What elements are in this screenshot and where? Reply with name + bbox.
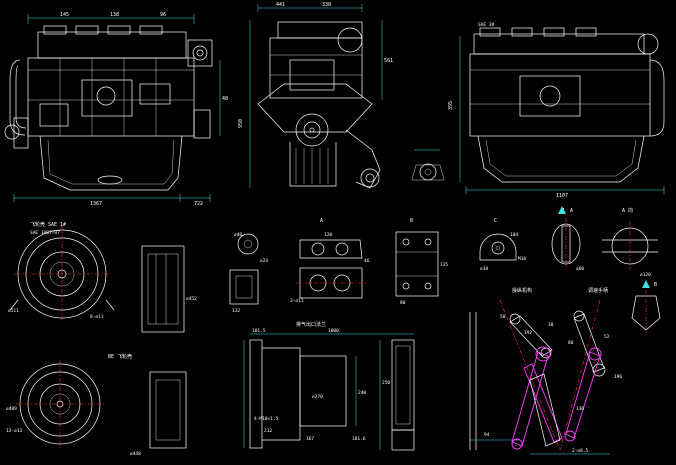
flywheel-housing-2-title: BE 飞轮壳	[108, 353, 132, 360]
linkage-view-dim-1: 50	[500, 314, 506, 320]
flywheel-housing-1-title: 飞轮壳 SAE 1#	[30, 221, 66, 228]
linkage-view-dim-7: 136	[576, 406, 584, 412]
detail-c-dim-3: M10	[518, 256, 526, 262]
detail-a-dim-3: 3-∅11	[290, 298, 304, 304]
linkage-view-dim-2: 192	[524, 330, 532, 336]
rear-view-note: SAE 3#	[478, 22, 495, 28]
pump-detail: ∅40 ∅24 132	[229, 232, 268, 314]
bracket-view-dim-2: 1000	[328, 328, 339, 334]
side-view-dim-top-1: 441	[276, 2, 285, 8]
detail-b: B 80 135	[395, 218, 448, 306]
rear-view: SAE 3# 1107 395	[448, 22, 665, 199]
side-view-dim-left: 950	[238, 119, 244, 128]
flywheel-housing-1-dim-3: 8-∅11	[90, 314, 104, 320]
bracket-view-dim-4: 250	[382, 380, 390, 386]
flywheel-housing-1: 飞轮壳 SAE 1# SAE 1007797 ∅511 8-∅11 ∅452	[8, 221, 197, 333]
detail-e-label: A 向	[622, 207, 633, 214]
detail-b-dim-2: 135	[440, 262, 448, 268]
linkage-view-dim-3: 38	[548, 322, 554, 328]
front-view-dim-top-1: 145	[60, 12, 69, 18]
front-view-dim-right: 48	[222, 96, 228, 102]
side-view-dim-right: 561	[384, 58, 393, 64]
bracket-view-dim-1: 181.5	[252, 328, 266, 334]
pump-detail-dim-2: ∅24	[260, 258, 268, 264]
detail-a-dim-1: 120	[324, 232, 332, 238]
pump-detail-dim-1: ∅40	[234, 232, 242, 238]
section-arrow-b	[642, 280, 650, 288]
bracket-view-title: 排气出口法兰	[296, 321, 326, 328]
section-mark-b: B	[654, 282, 657, 288]
detail-c-dim-2: 104	[510, 232, 518, 238]
linkage-view-dim-6: 196	[614, 374, 622, 380]
flywheel-housing-2: BE 飞轮壳 ∅489 12-∅13 ∅448	[6, 353, 187, 457]
detail-b-label: B	[410, 218, 413, 224]
bracket-view-dim-9: ∅270	[312, 394, 323, 400]
detail-c-dim-1: ∅38	[480, 266, 488, 272]
linkage-view-dim-5: 52	[604, 334, 610, 340]
bracket-view: 排气出口法兰 181.5 1000 4-M10×1.5 240 250 ∅270…	[243, 321, 415, 451]
flywheel-housing-1-dim-2: ∅452	[186, 296, 197, 302]
bracket-view-dim-3: 240	[358, 390, 366, 396]
detail-e: A 向 ∅120	[602, 207, 661, 334]
bracket-view-dim-7: 167	[306, 436, 314, 442]
detail-c: C ∅38 104 M10	[479, 218, 526, 272]
front-view-dim-top-3: 96	[160, 12, 166, 18]
linkage-view-dim-9: 2-∅8.5	[572, 448, 589, 454]
rear-view-dim-left: 395	[448, 101, 454, 110]
section-mark-a: A	[570, 208, 573, 214]
flywheel-housing-2-dim-1: ∅489	[6, 406, 17, 412]
detail-b-dim-1: 80	[400, 300, 406, 306]
detail-a-label: A	[320, 218, 323, 224]
flywheel-housing-1-dim-1: ∅511	[8, 308, 19, 314]
detail-d-dim-1: ∅60	[576, 266, 584, 272]
linkage-view: 操纵机构 调速手柄 50 192 38 80 52 196 136 94 2-∅	[469, 287, 622, 455]
detail-a: A 120 3-∅11 46	[290, 218, 370, 304]
bracket-view-dim-8: 181.6	[352, 436, 366, 442]
bracket-view-dim-6: 212	[264, 428, 272, 434]
side-view-dim-top-2: 338	[322, 2, 331, 8]
detail-a-dim-2: 46	[364, 258, 370, 264]
front-view-dim-bottom-2: 722	[194, 201, 203, 207]
linkage-view-title-2: 调速手柄	[588, 287, 608, 294]
detail-c-label: C	[494, 218, 497, 224]
section-marks: A B	[558, 206, 657, 288]
flywheel-housing-1-code: SAE 1007797	[30, 230, 60, 236]
bracket-view-dim-5: 4-M10×1.5	[254, 416, 279, 422]
flywheel-housing-2-dim-2: ∅448	[130, 451, 141, 457]
front-view-dim-top-2: 138	[110, 12, 119, 18]
detail-e-dim-1: ∅120	[640, 272, 651, 278]
section-arrow-a	[558, 206, 566, 214]
linkage-view-title-1: 操纵机构	[512, 287, 532, 294]
flywheel-housing-2-dim-3: 12-∅13	[6, 428, 23, 434]
linkage-view-dim-8: 94	[484, 432, 490, 438]
front-view-dim-bottom-1: 1367	[90, 201, 102, 207]
rear-view-dim-bottom: 1107	[556, 193, 568, 199]
front-view: 145 138 96 48 1367 722	[4, 12, 228, 207]
pump-detail-dim-3: 132	[232, 308, 240, 314]
linkage-view-dim-4: 80	[568, 340, 574, 346]
side-view: 441 338 950 561	[238, 2, 445, 189]
